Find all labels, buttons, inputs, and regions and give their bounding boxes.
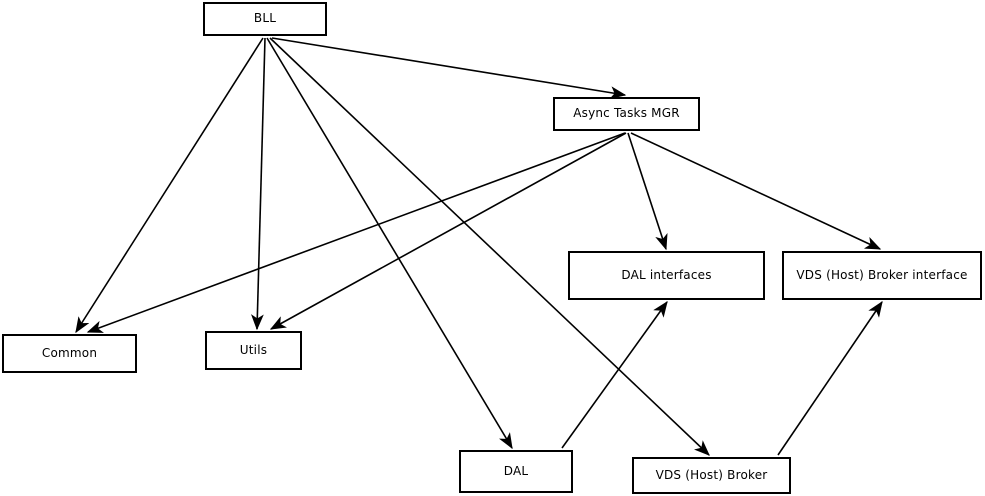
node-async-tasks-mgr[interactable]: Async Tasks MGR	[553, 97, 700, 131]
node-dal[interactable]: DAL	[459, 450, 573, 493]
edge-vds_broker-to-vds_interface	[777, 300, 883, 456]
node-dal-interfaces-label: DAL interfaces	[621, 267, 712, 282]
edge-bll-to-common	[75, 37, 264, 334]
edge-dal-to-dal_interfaces	[561, 300, 668, 449]
edge-async-to-common	[86, 132, 626, 333]
edge-bll-to-async	[271, 37, 627, 99]
edge-bll-to-dal	[266, 37, 513, 450]
node-common[interactable]: Common	[2, 334, 137, 373]
node-utils[interactable]: Utils	[205, 331, 302, 370]
node-vds-host-broker-interface-label: VDS (Host) Broker interface	[796, 267, 968, 282]
node-dal-label: DAL	[503, 463, 529, 478]
edge-bll-to-vds_broker	[269, 37, 710, 456]
edge-async-to-utils	[269, 132, 627, 330]
node-common-label: Common	[41, 345, 98, 360]
node-dal-interfaces[interactable]: DAL interfaces	[568, 251, 765, 300]
node-async-tasks-mgr-label: Async Tasks MGR	[573, 106, 680, 121]
node-vds-host-broker-interface[interactable]: VDS (Host) Broker interface	[782, 251, 982, 300]
node-vds-host-broker[interactable]: VDS (Host) Broker	[632, 457, 791, 494]
edges-group	[75, 37, 883, 456]
edge-async-to-vds_interface	[630, 132, 882, 250]
node-bll-label: BLL	[253, 11, 277, 26]
edge-bll-to-utils	[251, 37, 266, 331]
node-vds-host-broker-label: VDS (Host) Broker	[655, 467, 768, 482]
edge-async-to-dal_interfaces	[627, 132, 668, 251]
node-utils-label: Utils	[239, 342, 268, 357]
node-bll[interactable]: BLL	[203, 2, 327, 36]
